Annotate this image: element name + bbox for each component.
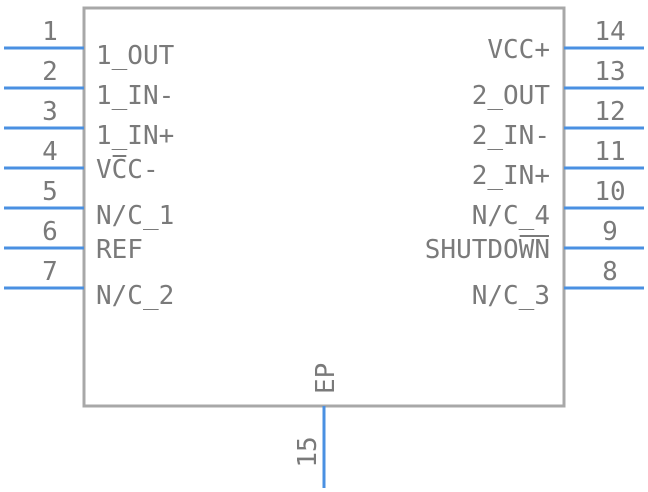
pin-label: VCC+ bbox=[487, 35, 550, 65]
pin-label: N/C_2 bbox=[96, 281, 174, 311]
pin-13: 13 2_OUT bbox=[472, 57, 644, 111]
pin-number: 2 bbox=[42, 57, 58, 87]
right-pin-group: 14VCC+132_OUT122_IN-112_IN+10N/C_49SHUTD… bbox=[425, 17, 644, 311]
component-body bbox=[82, 6, 566, 408]
pin-2: 2 1_IN- bbox=[4, 57, 174, 111]
pin-label: 2_IN+ bbox=[472, 161, 550, 191]
pin-number: 6 bbox=[42, 217, 58, 247]
pin-number: 1 bbox=[42, 17, 58, 47]
pin-10: 10N/C_4 bbox=[472, 177, 644, 231]
pin-12: 12 2_IN- bbox=[472, 97, 644, 151]
pin-label: N/C_1 bbox=[96, 201, 174, 231]
pin-number: 13 bbox=[594, 57, 625, 87]
pin-number: 14 bbox=[594, 17, 625, 47]
pin-number: 10 bbox=[594, 177, 625, 207]
pin-7: 7N/C_2 bbox=[4, 257, 174, 311]
pin-1: 1 1_OUT bbox=[4, 17, 175, 71]
pin-number: 8 bbox=[602, 257, 618, 287]
pin-label: 1_IN- bbox=[96, 81, 174, 111]
pin-3: 3 1_IN+ bbox=[4, 97, 174, 151]
pin-label: EP bbox=[311, 363, 341, 394]
pin-number: 7 bbox=[42, 257, 58, 287]
pin-number: 11 bbox=[594, 137, 625, 167]
pin-number: 5 bbox=[42, 177, 58, 207]
pin-number: 15 bbox=[293, 436, 323, 467]
pin-label: 2_OUT bbox=[472, 81, 551, 111]
pin-5: 5N/C_1 bbox=[4, 177, 174, 231]
pin-label: SHUTDOWN bbox=[425, 235, 550, 265]
pin-label: N/C_4 bbox=[472, 201, 550, 231]
pin-number: 3 bbox=[42, 97, 58, 127]
bottom-pin-group: 15 EP bbox=[293, 363, 341, 488]
pin-number: 9 bbox=[602, 217, 618, 247]
pin-label: REF bbox=[96, 235, 143, 265]
pin-8: 8N/C_3 bbox=[472, 257, 644, 311]
pin-number: 12 bbox=[594, 97, 625, 127]
pin-label: 1_IN+ bbox=[96, 121, 174, 151]
pin-15: 15 EP bbox=[293, 363, 341, 488]
pin-label: VCC- bbox=[96, 155, 159, 185]
pin-label: 2_IN- bbox=[472, 121, 550, 151]
pin-number: 4 bbox=[42, 137, 58, 167]
pin-11: 11 2_IN+ bbox=[472, 137, 644, 191]
pin-label: N/C_3 bbox=[472, 281, 550, 311]
pin-label: 1_OUT bbox=[96, 41, 175, 71]
